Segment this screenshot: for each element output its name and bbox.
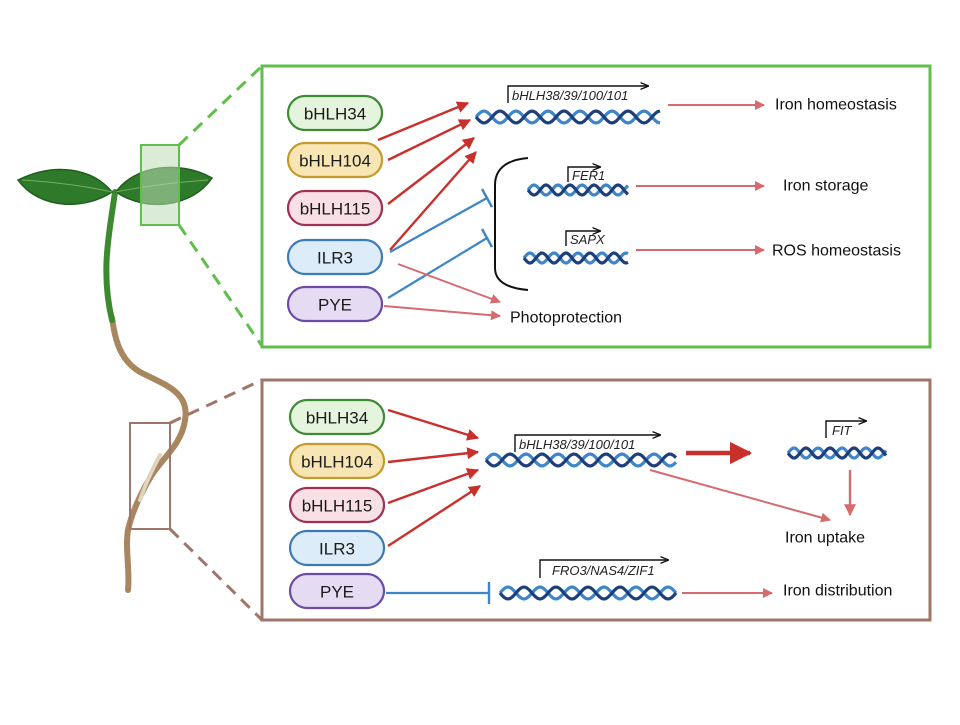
repress-ilr3-fer1-bar [480, 188, 494, 208]
factor-pill-bhlh115: bHLH115 [286, 189, 384, 227]
dna-main-root [484, 452, 678, 468]
label-ros-homeostasis: ROS homeostasis [772, 243, 901, 260]
dna-strand-light [498, 585, 678, 601]
dna-strand-dark [526, 183, 630, 197]
factor-pill-bhlh34: bHLH34 [286, 94, 384, 132]
arrow-root-bhlh115 [387, 468, 480, 505]
tss-arrow-main-root [514, 435, 660, 452]
arrow-main-iron-uptake [649, 469, 831, 523]
factor-label: bHLH104 [299, 152, 371, 171]
arrow-root-ilr3 [387, 484, 482, 548]
arrow-ilr3-photoprotection [397, 263, 501, 304]
stem [103, 189, 118, 323]
root-zoom-line-bottom [168, 527, 264, 622]
root [109, 315, 189, 593]
factor-pill-shape [286, 189, 384, 227]
gene-label-sapx: SAPX [570, 232, 606, 247]
arrow-root-bhlh34 [387, 408, 480, 441]
dna-strand-dark [522, 251, 629, 265]
factor-pill-shape [288, 529, 386, 567]
gene-label-fro3: FRO3/NAS4/ZIF1 [552, 563, 655, 578]
factor-pill-shape [286, 94, 384, 132]
dna-strand-dark [498, 585, 678, 601]
factor-pill-bhlh34: bHLH34 [288, 398, 386, 436]
plant-illustration [16, 144, 214, 593]
arrow-pye-photoprotection [383, 305, 501, 321]
factor-label: bHLH34 [306, 409, 368, 428]
root-highlight [138, 453, 162, 502]
label-iron-uptake: Iron uptake [785, 530, 865, 547]
arrow-root-bhlh104 [387, 447, 480, 464]
left-leaf-vein [21, 179, 113, 193]
gene-label-main-root: bHLH38/39/100/101 [519, 437, 635, 452]
factor-pill-bhlh115: bHLH115 [288, 486, 386, 524]
dna-fro3 [498, 585, 678, 601]
tss-arrow-fit [825, 421, 866, 438]
dna-strand-dark [474, 109, 661, 125]
factor-pill-ilr3: ILR3 [288, 529, 386, 567]
target-bracket [494, 157, 529, 291]
dna-strand-light [522, 251, 629, 265]
leaf-zoom-line-bottom [177, 224, 264, 347]
repress-pye-sapx [387, 237, 488, 299]
factor-pill-bhlh104: bHLH104 [286, 141, 384, 179]
leaf-zoom-line-top [177, 64, 264, 147]
factor-label: bHLH34 [304, 105, 366, 124]
arrow-bhlh34-to-main [377, 101, 470, 142]
factor-label: bHLH115 [300, 200, 371, 219]
factor-pill-ilr3: ILR3 [286, 238, 384, 276]
label-iron-distribution: Iron distribution [783, 583, 892, 600]
dna-strand-light [474, 109, 661, 125]
factor-label: ILR3 [317, 249, 353, 268]
arrow-ilr3-to-main [389, 151, 477, 251]
arrow-bhlh104-to-main [387, 118, 472, 162]
tss-arrow-fer1 [567, 167, 600, 182]
factor-label: PYE [320, 583, 354, 602]
factor-pill-bhlh104: bHLH104 [288, 442, 386, 480]
gene-label-main-leaf: bHLH38/39/100/101 [512, 88, 628, 103]
dna-strand-dark [786, 446, 888, 460]
gene-label-fer1: FER1 [572, 168, 605, 183]
factor-pill-pye: PYE [288, 572, 386, 610]
repress-ilr3-fer1 [389, 197, 488, 253]
root-zoom-line-top [169, 378, 263, 425]
label-iron-storage: Iron storage [783, 178, 868, 195]
factor-pill-pye: PYE [286, 285, 384, 323]
repress-pye-sapx-bar [480, 228, 494, 248]
label-iron-homeostasis: Iron homeostasis [775, 97, 897, 114]
factor-pill-shape [286, 238, 384, 276]
factor-label: ILR3 [319, 540, 355, 559]
factor-label: bHLH104 [301, 453, 373, 472]
label-photoprotection: Photoprotection [510, 310, 622, 327]
factor-pill-shape [286, 141, 384, 179]
arrow-bhlh115-to-main [387, 137, 475, 205]
tss-arrow-main-leaf [507, 86, 648, 103]
tss-arrow-fro3 [539, 560, 668, 578]
dna-main-leaf [474, 109, 661, 125]
factor-pill-shape [286, 285, 384, 323]
dna-sapx [522, 251, 629, 265]
dna-strand-dark [484, 452, 678, 468]
left-leaf [16, 168, 114, 206]
factor-label: PYE [318, 296, 352, 315]
root-zoom-box [129, 422, 171, 530]
tss-arrow-sapx [565, 231, 600, 246]
factor-label: bHLH115 [302, 497, 373, 516]
factor-pill-shape [288, 486, 386, 524]
gene-label-fit: FIT [832, 423, 853, 438]
factor-pill-shape [288, 398, 386, 436]
dna-fit [786, 446, 888, 460]
factor-pill-shape [288, 442, 386, 480]
dna-fer1 [526, 183, 630, 197]
factor-pill-shape [288, 572, 386, 610]
leaf-zoom-box [140, 144, 180, 226]
